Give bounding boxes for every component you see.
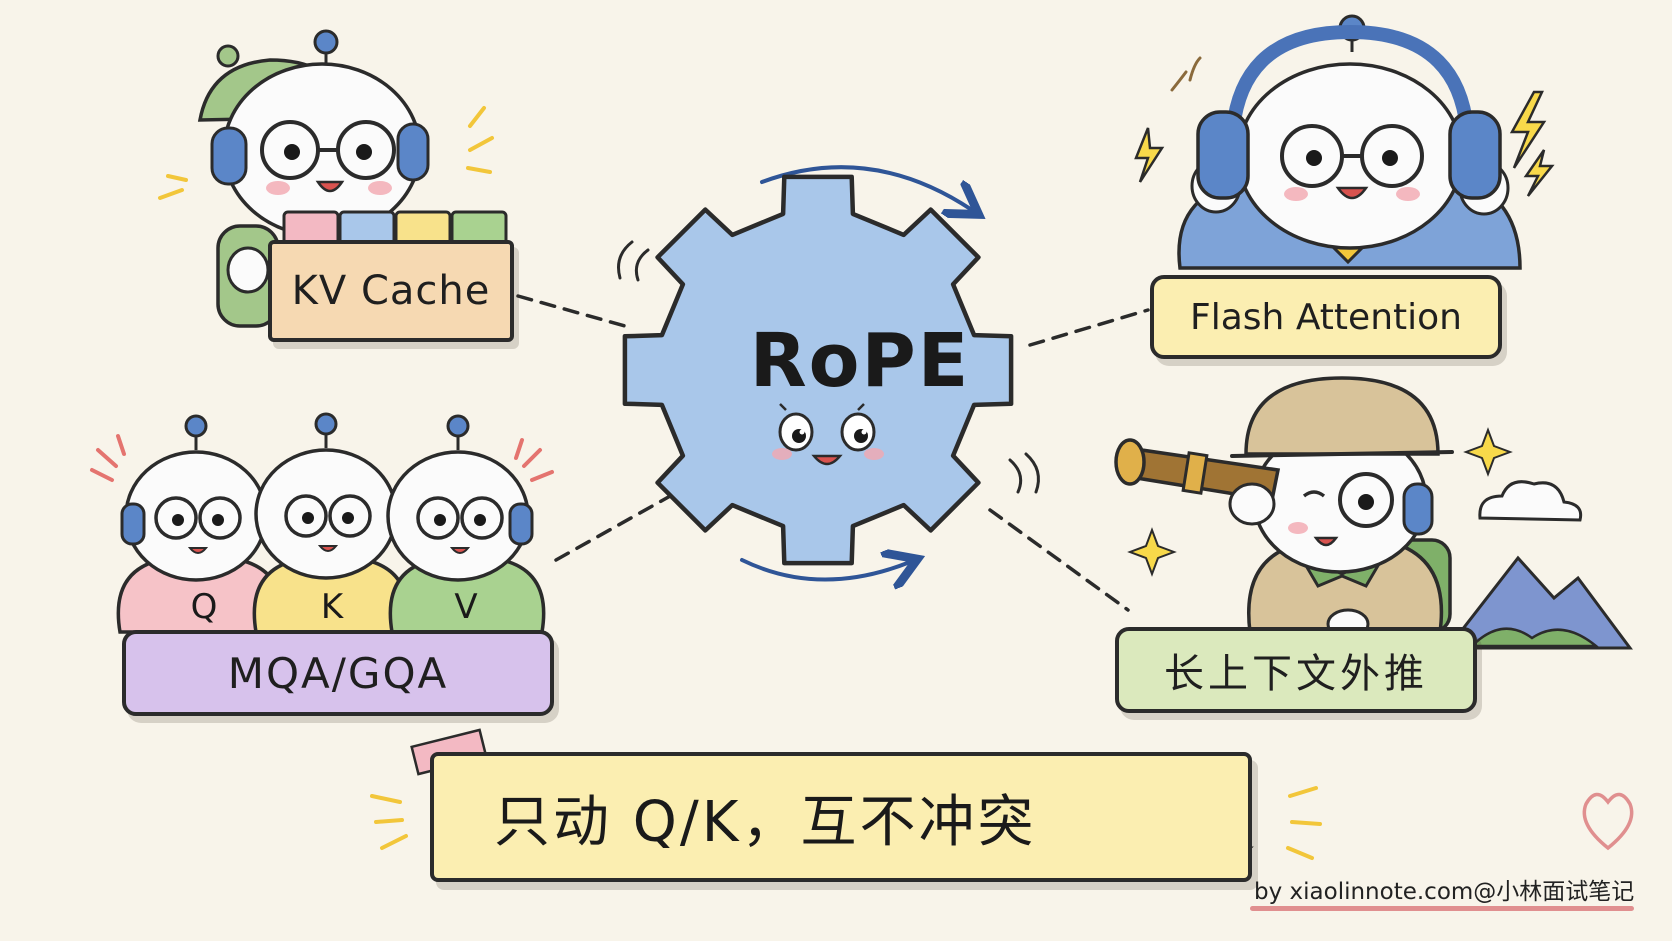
shirt-letter-q: Q [191, 587, 218, 627]
connector-lines [516, 294, 1150, 612]
flash-attention-robot [1134, 14, 1555, 270]
connector-flash-attention [1028, 308, 1150, 347]
shirt-letter-k: K [321, 587, 345, 627]
connector-kv-cache [516, 294, 634, 330]
gear-face [772, 403, 884, 466]
shirt-letter-v: V [454, 587, 477, 627]
bottom-banner: 只动 Q/K，互不冲突 [430, 752, 1252, 882]
rotation-arrow-bottom [740, 560, 910, 580]
kv-cache-label: KV Cache [268, 240, 514, 342]
motion-lines [617, 240, 1040, 494]
long-context-label: 长上下文外推 [1115, 627, 1477, 713]
heart-icon [1582, 792, 1634, 851]
mqa-gqa-robots: Q K V [90, 412, 554, 634]
mqa-gqa-label: MQA/GQA [122, 630, 554, 716]
credit-underline [1250, 906, 1634, 911]
gear-icon [622, 174, 1014, 566]
kv-cache-robot [158, 29, 508, 328]
lightning-icon [1509, 90, 1547, 169]
connector-long-context [988, 508, 1130, 612]
credit-text: by xiaolinnote.com@小林面试笔记 [1254, 879, 1635, 905]
connector-mqa-gqa [554, 493, 674, 562]
rope-title: RoPE [749, 318, 971, 404]
rotation-arrow-top [760, 165, 972, 210]
banner-text: 只动 Q/K，互不冲突 [494, 789, 1037, 855]
flash-attention-label: Flash Attention [1150, 275, 1502, 359]
explorer-robot [1114, 376, 1633, 650]
rope-gear [622, 174, 1014, 566]
